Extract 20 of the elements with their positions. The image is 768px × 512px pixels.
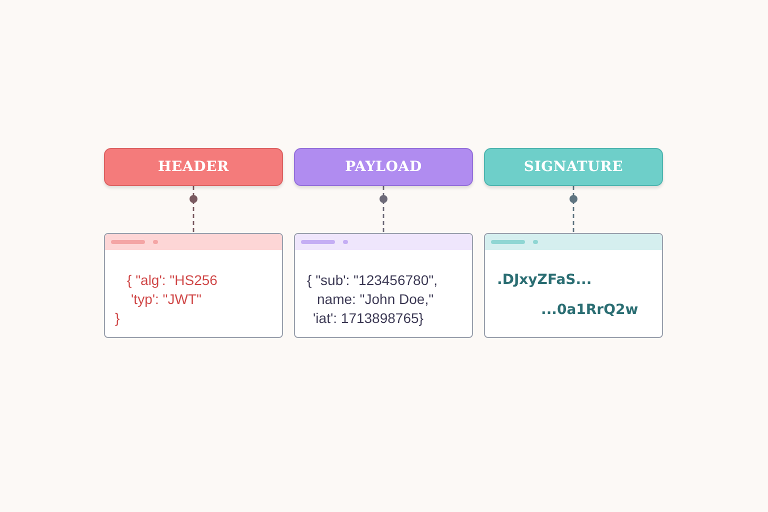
code-line: { "sub': "123456780", [307, 271, 438, 289]
code-line: 'iat': 1713898765} [313, 309, 424, 327]
code-panel [104, 233, 283, 338]
connector [190, 186, 198, 233]
section-tab [294, 148, 473, 186]
section-tab [104, 148, 283, 186]
connector [570, 186, 578, 233]
code-line: ...0a1RrQ2w [541, 301, 638, 319]
tab-label: HEADER [158, 159, 229, 175]
code-panel [484, 233, 663, 338]
code-panel [294, 233, 473, 338]
tab-label: PAYLOAD [345, 159, 422, 175]
code-line: .DJxyZFaS... [497, 271, 592, 289]
section-tab [484, 148, 663, 186]
code-line: } [115, 309, 120, 327]
tab-label: SIGNATURE [524, 159, 624, 175]
code-line: name: "John Doe," [317, 290, 434, 308]
connector [380, 186, 388, 233]
code-line: 'typ': "JWT" [131, 290, 202, 308]
code-line: { "alg': "HS256 [127, 271, 218, 289]
